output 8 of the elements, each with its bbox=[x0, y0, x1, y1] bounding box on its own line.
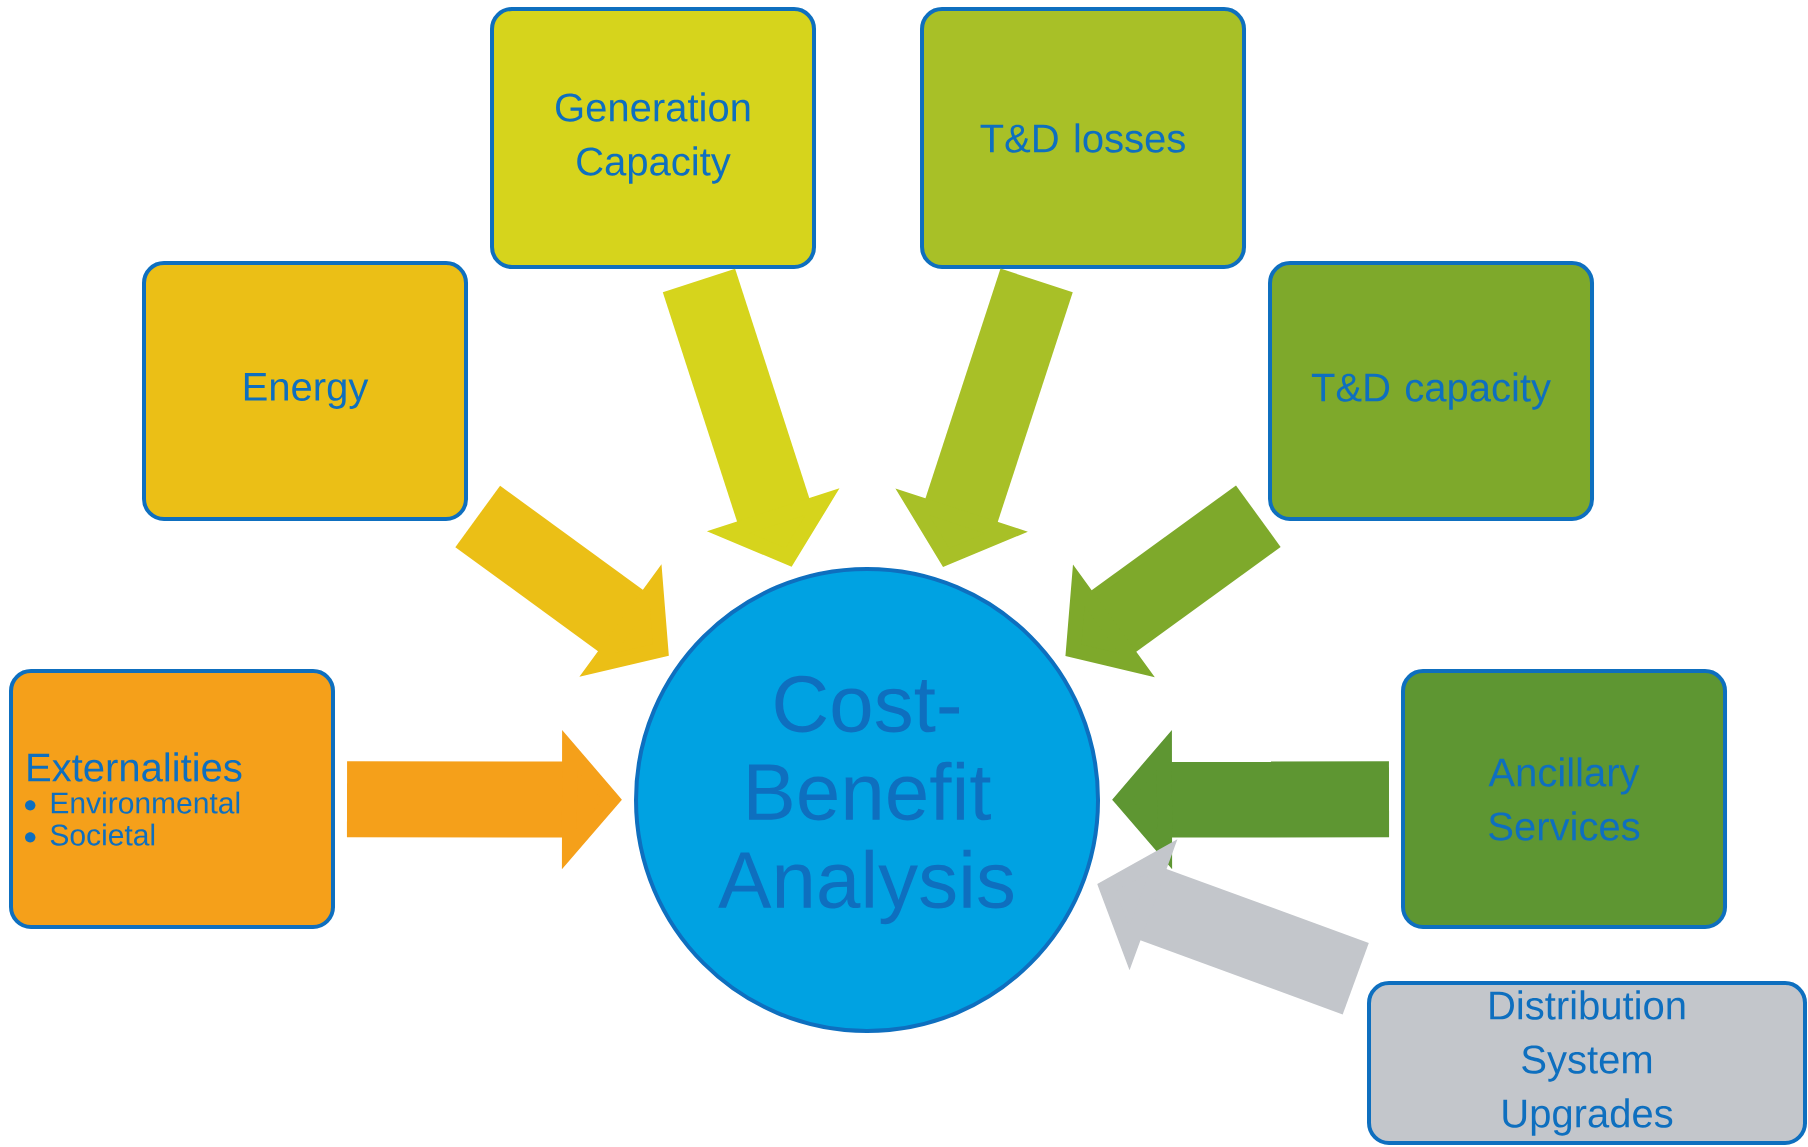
factor-box: Ancillary Services bbox=[1401, 669, 1727, 929]
factor-box: Energy bbox=[142, 261, 468, 521]
factor-box: Distribution System Upgrades bbox=[1367, 981, 1807, 1145]
factor-box: Generation Capacity bbox=[490, 7, 816, 269]
block-arrow bbox=[1065, 485, 1281, 678]
factor-box: Externalities Environmental Societal bbox=[9, 669, 335, 929]
factor-box: T&D capacity bbox=[1268, 261, 1594, 521]
factor-box: T&D losses bbox=[920, 7, 1246, 269]
